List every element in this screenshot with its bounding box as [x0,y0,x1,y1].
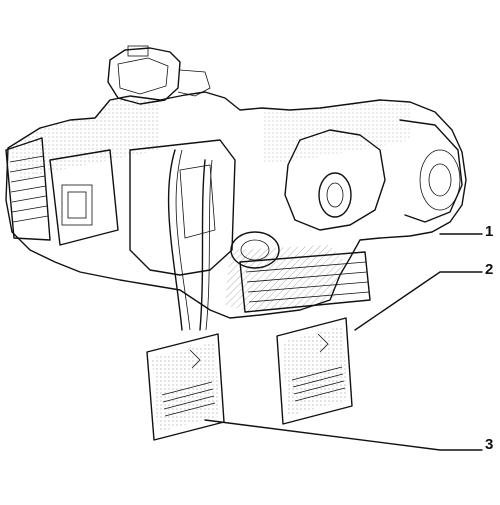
cylinder-head [5,137,119,246]
cable-bundle [167,149,213,331]
callout-1: 1 [485,223,494,240]
engine-assembly [5,91,467,319]
leader-lines [204,233,483,451]
transmission-cover [284,119,463,231]
leader-line-3 [204,419,483,451]
callout-3: 3 [485,436,494,453]
sump-fins [239,251,371,313]
leader-line-2 [354,271,483,331]
crankcase [129,139,280,276]
decal-sheet-2 [276,317,353,425]
decal-sheet-1 [146,333,225,441]
carburettor [107,45,211,105]
callout-2: 2 [485,261,494,278]
